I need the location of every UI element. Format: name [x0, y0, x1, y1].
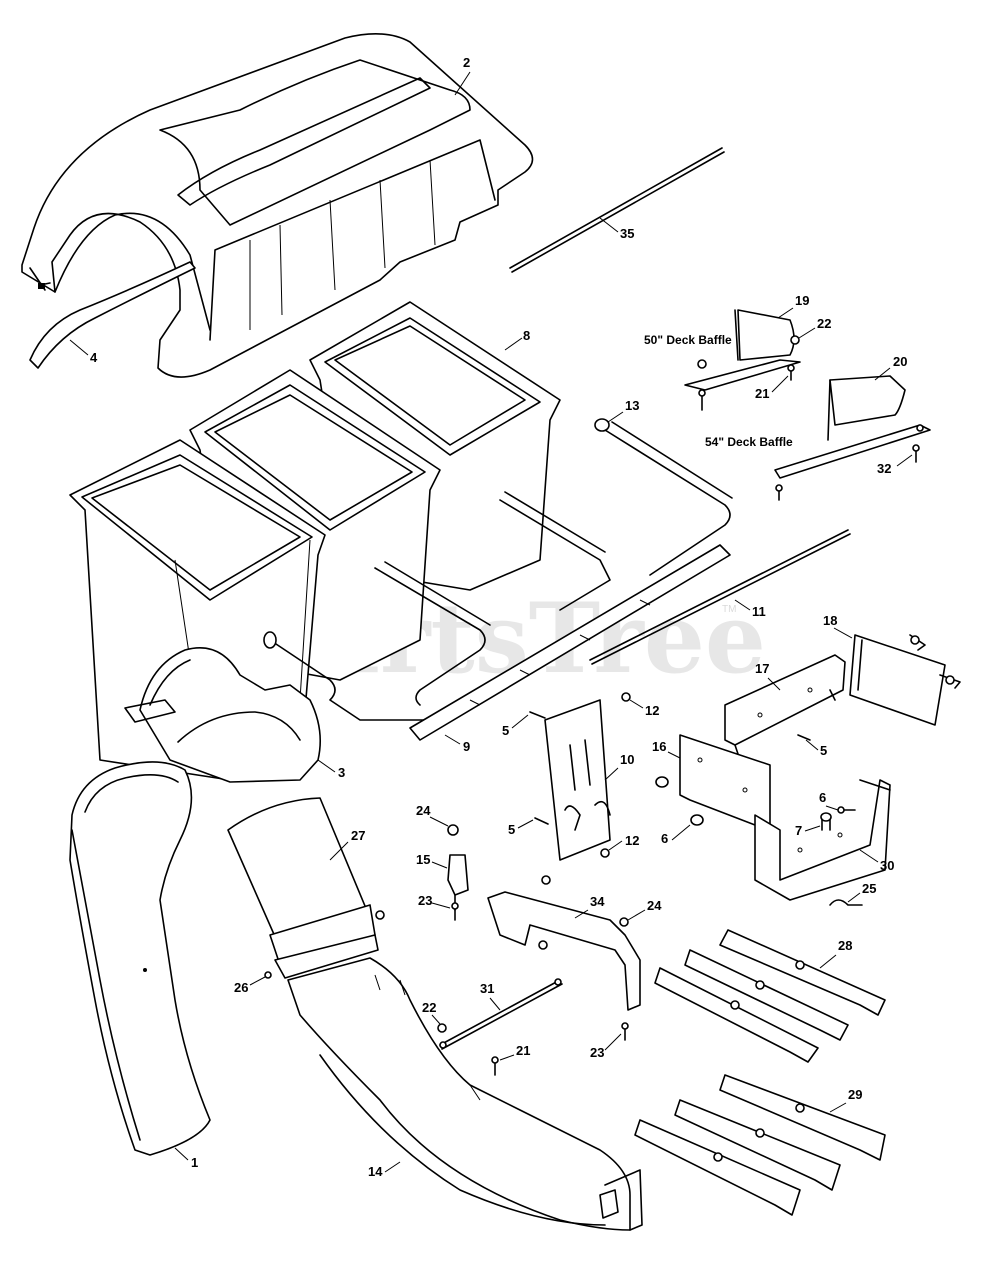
callout-26: 26 — [234, 980, 248, 995]
hardware-baffle-50 — [697, 359, 707, 411]
callout-30: 30 — [880, 858, 894, 873]
callout-14: 14 — [368, 1164, 383, 1179]
part-28-blades[interactable] — [654, 929, 886, 1063]
part-21-screw-a[interactable] — [787, 364, 795, 381]
part-17-bracket[interactable] — [724, 654, 846, 761]
callout-34: 34 — [590, 894, 605, 909]
callout-22-a: 22 — [817, 316, 831, 331]
part-19-deck-baffle-50[interactable] — [684, 309, 801, 391]
callout-6-a: 6 — [661, 831, 668, 846]
part-5-bolt-a[interactable] — [529, 711, 546, 719]
hardware-baffle-54 — [775, 424, 924, 501]
part-10-hitch-plate[interactable] — [544, 699, 611, 861]
callout-5-c: 5 — [820, 743, 827, 758]
part-6-bolt-b[interactable] — [837, 806, 856, 814]
watermark-trademark: TM — [722, 604, 736, 615]
callout-22-b: 22 — [422, 1000, 436, 1015]
part-24-nut-a[interactable] — [447, 824, 459, 836]
part-8-bag-bins[interactable] — [69, 301, 561, 781]
part-5-bolt-b[interactable] — [534, 817, 549, 825]
part-18-bracket-plate[interactable] — [849, 634, 961, 726]
callout-23-a: 23 — [418, 893, 432, 908]
callout-6-b: 6 — [819, 790, 826, 805]
part-4-cover-seal[interactable] — [29, 261, 196, 369]
callout-1: 1 — [191, 1155, 198, 1170]
part-20-deck-baffle-54[interactable] — [774, 375, 931, 479]
part-12-nut-lower[interactable] — [600, 848, 610, 858]
callout-16: 16 — [652, 739, 666, 754]
callout-25: 25 — [862, 881, 876, 896]
callout-21-b: 21 — [516, 1043, 530, 1058]
callout-13: 13 — [625, 398, 639, 413]
part-5-bolt-c[interactable] — [797, 734, 811, 741]
part-14-lower-chute[interactable] — [287, 957, 643, 1231]
callout-5-b: 5 — [508, 822, 515, 837]
callout-7: 7 — [795, 823, 802, 838]
deck-baffle-54-label: 54" Deck Baffle — [705, 435, 793, 449]
part-34-cover-plate[interactable] — [487, 875, 641, 1011]
callout-18: 18 — [823, 613, 837, 628]
callout-28: 28 — [838, 938, 852, 953]
callout-3: 3 — [338, 765, 345, 780]
callout-17: 17 — [755, 661, 769, 676]
callout-8: 8 — [523, 328, 530, 343]
callout-12-upper: 12 — [645, 703, 659, 718]
part-31-link-rod[interactable] — [439, 978, 563, 1050]
callout-12-lower: 12 — [625, 833, 639, 848]
callout-15: 15 — [416, 852, 430, 867]
part-29-blades[interactable] — [634, 1074, 886, 1216]
part-35-rod[interactable] — [509, 147, 725, 273]
callout-11: 11 — [752, 604, 766, 619]
part-22-nut-b[interactable] — [437, 1023, 447, 1033]
part-30-lower-bracket[interactable] — [754, 779, 891, 901]
part-16-side-plate[interactable] — [655, 734, 771, 831]
callout-21-a: 21 — [755, 386, 769, 401]
callout-35: 35 — [620, 226, 634, 241]
part-11-rod[interactable] — [589, 529, 851, 665]
part-3-inlet-adapter[interactable] — [124, 646, 321, 783]
deck-baffle-50-label: 50" Deck Baffle — [644, 333, 732, 347]
callout-4: 4 — [90, 350, 98, 365]
part-32-screw[interactable] — [912, 444, 920, 463]
callout-9: 9 — [463, 739, 470, 754]
part-23-screw-b[interactable] — [621, 1022, 629, 1041]
callout-10: 10 — [620, 752, 634, 767]
part-1-discharge-tube[interactable] — [69, 761, 211, 1156]
callout-2: 2 — [463, 55, 470, 70]
part-15-latch[interactable] — [447, 854, 469, 911]
part-24-nut-b[interactable] — [619, 917, 629, 927]
part-26-screw[interactable] — [264, 971, 272, 979]
callout-5-a: 5 — [502, 723, 509, 738]
callout-23-b: 23 — [590, 1045, 604, 1060]
callout-20: 20 — [893, 354, 907, 369]
callout-24-b: 24 — [647, 898, 662, 913]
part-9-support-frame[interactable] — [263, 491, 731, 741]
part-22-nut-a[interactable] — [790, 335, 800, 345]
part-21-screw-b[interactable] — [491, 1056, 499, 1076]
callout-27: 27 — [351, 828, 365, 843]
callout-32: 32 — [877, 461, 891, 476]
part-13-frame-tube[interactable] — [594, 418, 733, 576]
callout-19: 19 — [795, 293, 809, 308]
part-7-pin[interactable] — [820, 812, 832, 831]
part-25-clip[interactable] — [829, 899, 863, 906]
part-12-nut-upper[interactable] — [621, 692, 631, 702]
callout-29: 29 — [848, 1087, 862, 1102]
callout-24-a: 24 — [416, 803, 431, 818]
part-23-screw-a[interactable] — [451, 902, 459, 921]
part-27-tube-adapter[interactable] — [227, 797, 385, 979]
callout-31: 31 — [480, 981, 494, 996]
part-2-bagger-cover[interactable] — [21, 33, 534, 378]
